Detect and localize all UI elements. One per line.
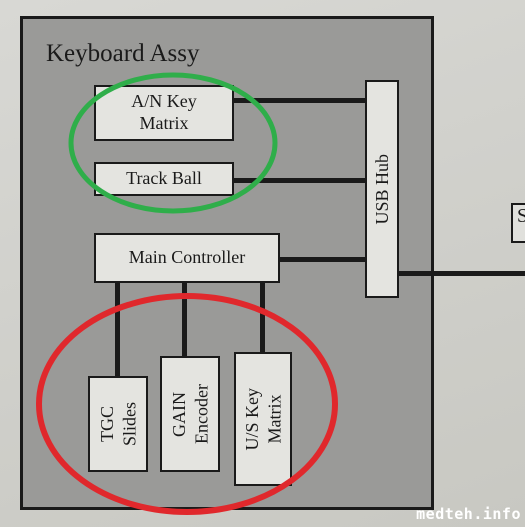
connector-controller-to-hub: [278, 257, 368, 262]
offscreen-block-label: S: [517, 205, 525, 227]
connector-hub-to-external: [397, 271, 525, 276]
an-key-matrix-block: A/N Key Matrix: [94, 85, 234, 141]
connector-controller-to-tgc: [115, 282, 120, 378]
red-highlight-ellipse: [36, 293, 338, 515]
diagram-title: Keyboard Assy: [46, 40, 200, 67]
an-key-matrix-label: A/N Key Matrix: [131, 91, 197, 133]
main-controller-label: Main Controller: [128, 247, 246, 268]
track-ball-label: Track Ball: [126, 168, 202, 189]
tgc-slides-block: TGC Slides: [88, 376, 148, 472]
gain-encoder-block: GAIN Encoder: [160, 356, 220, 472]
green-highlight-ellipse: [68, 72, 278, 214]
track-ball-block: Track Ball: [94, 162, 234, 196]
usb-hub-block: USB Hub: [365, 80, 399, 298]
us-key-matrix-block: U/S Key Matrix: [234, 352, 292, 486]
offscreen-block: S: [511, 203, 525, 243]
main-controller-block: Main Controller: [94, 233, 280, 283]
watermark: medteh.info: [416, 505, 521, 523]
connector-trackball-to-hub: [232, 178, 368, 183]
connector-controller-to-us-key: [260, 282, 265, 354]
connector-an-to-hub: [232, 98, 368, 103]
connector-controller-to-gain: [182, 282, 187, 358]
